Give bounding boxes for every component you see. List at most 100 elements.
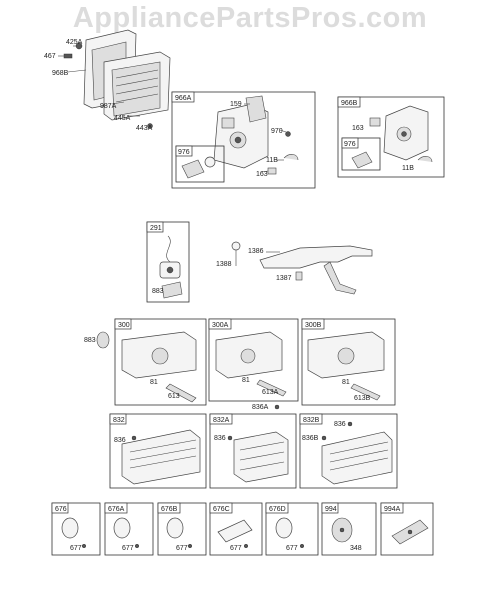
label-159: 159 <box>230 101 242 108</box>
box-832[interactable]: 832 836 <box>109 413 207 489</box>
box-994a[interactable]: 994A <box>380 502 434 556</box>
tag-676d: 676D <box>269 506 286 513</box>
bracket-467[interactable] <box>63 53 73 59</box>
linkage-plate-1386[interactable] <box>259 245 373 269</box>
bolt-613b[interactable] <box>350 383 381 401</box>
box-676[interactable]: 676 677 <box>51 502 101 556</box>
tag-300a: 300A <box>212 322 229 329</box>
primer-bulb-976[interactable] <box>181 159 205 179</box>
tag-832: 832 <box>113 417 125 424</box>
label-163-b: 163 <box>352 125 364 132</box>
box-966a[interactable]: 966A 976 159 970 11B 163 <box>171 91 316 189</box>
label-467: 467 <box>44 53 56 60</box>
watermark: AppliancePartsPros.com <box>72 2 428 34</box>
label-883-a: 883 <box>152 288 164 295</box>
tag-300: 300 <box>118 322 130 329</box>
air-filter-element[interactable] <box>111 61 161 117</box>
label-1388: 1388 <box>216 261 232 268</box>
label-836: 836 <box>114 437 126 444</box>
box-676b[interactable]: 676B 677 <box>157 502 207 556</box>
stop-switch-wire[interactable] <box>166 235 171 263</box>
box-291[interactable]: 291 883 <box>146 221 190 303</box>
label-836a: 836A <box>252 404 269 411</box>
label-677-1: 677 <box>122 545 134 552</box>
heat-shield-832a[interactable] <box>233 431 289 483</box>
label-445a: 445A <box>114 115 131 122</box>
tag-676b: 676B <box>161 506 178 513</box>
primer-bulb-976-b[interactable] <box>351 151 373 169</box>
spring-11b[interactable] <box>283 154 299 161</box>
label-613a: 613A <box>262 389 279 396</box>
label-11b-b: 11B <box>402 165 414 172</box>
label-677-4: 677 <box>286 545 298 552</box>
spring-11b-b[interactable] <box>417 156 433 163</box>
label-970: 970 <box>271 128 283 135</box>
label-613b: 613B <box>354 395 371 402</box>
throttle-linkage: 1386 1388 1387 <box>216 241 373 295</box>
label-883-b: 883 <box>84 337 96 344</box>
box-676d[interactable]: 676D 677 <box>265 502 319 556</box>
label-1386: 1386 <box>248 248 264 255</box>
box-832a[interactable]: 832A 836 <box>209 413 297 489</box>
tag-676c: 676C <box>213 506 230 513</box>
label-987a: 987A <box>100 103 117 110</box>
tag-676a: 676A <box>108 506 125 513</box>
label-677-2: 677 <box>176 545 188 552</box>
label-613: 613 <box>168 393 180 400</box>
choke-bracket[interactable] <box>245 95 267 123</box>
tag-976-b: 976 <box>344 141 356 148</box>
tag-291: 291 <box>150 225 162 232</box>
label-443a: 443A <box>136 125 153 132</box>
spark-arrestor-676[interactable] <box>61 517 79 539</box>
heat-shield-832[interactable] <box>121 429 201 485</box>
spark-arrestor-676b[interactable] <box>166 517 184 539</box>
box-994[interactable]: 994 348 <box>321 502 377 556</box>
label-348: 348 <box>350 545 362 552</box>
part-163-a[interactable] <box>267 167 277 175</box>
label-81-b: 81 <box>342 379 350 386</box>
air-cleaner-assembly: 425A 467 968B 987A 445A 443A <box>44 29 171 132</box>
screw-836a[interactable]: 836A <box>252 404 280 411</box>
spring-1387[interactable] <box>295 271 303 281</box>
bolt-613a[interactable] <box>256 379 287 397</box>
tag-966a: 966A <box>175 95 192 102</box>
box-676c[interactable]: 676C 677 <box>209 502 263 556</box>
tag-676: 676 <box>55 506 67 513</box>
label-1387: 1387 <box>276 275 292 282</box>
tag-994a: 994A <box>384 506 401 513</box>
heat-shield-832b[interactable] <box>321 431 393 485</box>
spark-arrestor-676d[interactable] <box>275 517 293 539</box>
box-832b[interactable]: 832B 836 836B <box>299 413 398 489</box>
label-677-0: 677 <box>70 545 82 552</box>
screw-970[interactable] <box>285 131 291 137</box>
label-425a: 425A <box>66 39 83 46</box>
label-81: 81 <box>150 379 158 386</box>
label-11b: 11B <box>266 157 278 164</box>
bolt-613[interactable] <box>165 383 197 403</box>
label-836-b: 836 <box>334 421 346 428</box>
spark-arrestor-676c[interactable] <box>217 519 253 543</box>
box-676a[interactable]: 676A 677 <box>104 502 154 556</box>
label-677-3: 677 <box>230 545 242 552</box>
tag-976: 976 <box>178 149 190 156</box>
tag-832b: 832B <box>303 417 320 424</box>
label-968b: 968B <box>52 70 69 77</box>
screw-443a[interactable] <box>147 123 153 129</box>
tag-966b: 966B <box>341 100 358 107</box>
label-163: 163 <box>256 171 268 178</box>
spark-arrestor-676a[interactable] <box>113 517 131 539</box>
knob-1388[interactable] <box>231 241 241 251</box>
part-163-b[interactable] <box>369 117 381 127</box>
box-300[interactable]: 300 81 613 <box>114 318 207 406</box>
tag-994: 994 <box>325 506 337 513</box>
label-836-a: 836 <box>214 435 226 442</box>
label-836b: 836B <box>302 435 319 442</box>
gasket-883-a[interactable] <box>161 281 183 299</box>
label-81-a: 81 <box>242 377 250 384</box>
box-966b[interactable]: 966B 976 163 11B <box>337 96 445 178</box>
box-300b[interactable]: 300B 81 613B <box>301 318 396 406</box>
box-300a[interactable]: 300A 81 613A <box>208 318 299 402</box>
muffler-gasket-883[interactable]: 883 <box>84 331 110 349</box>
tag-300b: 300B <box>305 322 322 329</box>
